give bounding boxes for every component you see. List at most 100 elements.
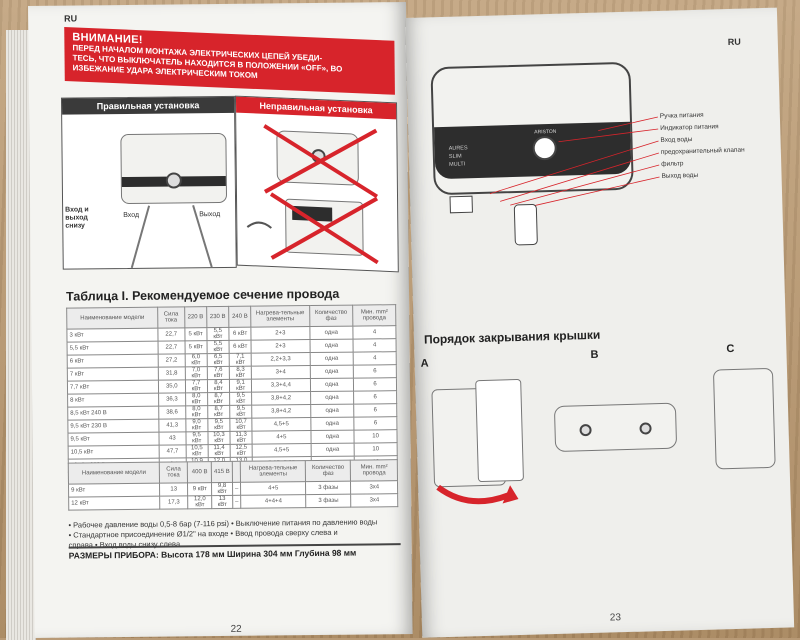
table-cell: 9,5 кВт 230 В — [67, 419, 159, 434]
callout-lines — [449, 116, 660, 246]
table-cell: 3+4 — [251, 365, 310, 380]
table-cell: 9,0 кВт — [185, 418, 208, 432]
column-header: 415 В — [211, 461, 233, 483]
column-header — [232, 461, 241, 483]
table-cell: одна — [309, 365, 354, 379]
table-cell: 8,0 кВт — [185, 392, 208, 406]
cover-step-b-drawing — [553, 402, 678, 452]
table-cell: 12,0 кВт — [188, 495, 212, 509]
table-cell: 8,5 кВт 240 В — [67, 406, 159, 421]
table-cell: 3,8+4,2 — [251, 391, 311, 406]
table-cell: одна — [310, 404, 355, 418]
table-cell: 17,3 — [159, 495, 189, 510]
table-cell: 38,6 — [158, 405, 186, 420]
column-header: 230 В — [206, 306, 229, 328]
table-cell: 13 — [159, 482, 189, 497]
table-title: Таблица I. Рекомендуемое сечение провода — [65, 286, 340, 304]
table-cell: одна — [310, 443, 355, 457]
table-cell: одна — [309, 326, 354, 340]
table-cell: одна — [309, 378, 354, 392]
column-header: Сила тока — [159, 461, 188, 484]
table-cell: 31,8 — [158, 366, 186, 381]
screw-icon — [579, 423, 592, 437]
table-cell: 5,5 кВт — [206, 340, 230, 354]
table-cell: 4 — [353, 338, 397, 353]
dimensions-line: РАЗМЕРЫ ПРИБОРА: Высота 178 мм Ширина 30… — [68, 543, 401, 561]
table-cell: одна — [310, 391, 354, 405]
table-cell: 3,3+4,4 — [251, 378, 311, 393]
table-cell: 4,5+5 — [252, 443, 311, 458]
table-cell: 9 кВт — [187, 482, 212, 496]
table-cell: – — [232, 482, 241, 496]
table-cell: 4+5 — [252, 430, 311, 445]
table-cell: 8 кВт — [67, 393, 159, 408]
table-cell: 6 кВт — [229, 340, 252, 354]
table-cell: 7,7 кВт — [67, 380, 159, 395]
table-cell: 4+4+4 — [240, 494, 306, 509]
table-cell: 7,6 кВт — [207, 366, 230, 380]
table-cell: 13 кВт — [211, 495, 233, 509]
table-cell: 5,5 кВт — [67, 341, 159, 356]
table-cell: 35,0 — [158, 379, 186, 394]
page-number: 23 — [609, 612, 622, 624]
table-cell: 10 — [354, 429, 398, 444]
table-cell: 10,7 кВт — [229, 418, 253, 432]
language-code: RU — [64, 13, 78, 24]
side-label: Вход и выход снизу — [65, 206, 89, 230]
pipes-drawing — [130, 204, 213, 269]
table-cell: 11,4 кВт — [207, 444, 231, 458]
table-cell: 9,8 кВт — [211, 482, 233, 496]
table-cell: 12 кВт — [68, 496, 160, 511]
table-cell: 3x4 — [350, 480, 398, 495]
table-cell: 22,7 — [157, 327, 185, 342]
table-cell: 10,5 кВт — [68, 445, 160, 460]
column-header: Наименование модели — [66, 307, 158, 330]
column-header: Мин. mm² провода — [352, 304, 396, 327]
table-cell: одна — [310, 417, 355, 431]
correct-installation-panel: Правильная установка Вход и выход снизу … — [60, 95, 237, 270]
table-cell: 4+5 — [240, 481, 306, 496]
column-header: Мин. mm² провода — [350, 459, 398, 482]
incorrect-installation-panel: Неправильная установка — [234, 95, 399, 273]
table-cell: 7,0 кВт — [184, 366, 208, 380]
table-cell: 7,1 кВт — [229, 353, 252, 367]
table-cell: 9,5 кВт — [207, 418, 231, 432]
screw-icon — [639, 422, 652, 435]
table-cell: 12,5 кВт — [230, 444, 253, 458]
table-cell: 10 — [354, 442, 398, 457]
table-cell: одна — [310, 430, 355, 444]
table-cell: 3 кВт — [66, 328, 159, 343]
table-cell: 7 кВт — [67, 367, 159, 382]
table-cell: – — [232, 495, 242, 509]
table-cell: 9 кВт — [68, 483, 160, 498]
left-page: RU ВНИМАНИЕ! ПЕРЕД НАЧАЛОМ МОНТАЖА ЭЛЕКТ… — [28, 2, 413, 638]
arrow-icon — [436, 484, 519, 505]
column-header: Нагрева-тельные элементы — [250, 305, 310, 328]
table-cell: одна — [309, 352, 354, 366]
table-cell: 6 кВт — [228, 327, 252, 341]
inlet-label: Вход — [123, 211, 140, 220]
table-cell: 6,0 кВт — [184, 353, 208, 367]
column-header: 400 В — [187, 461, 212, 483]
cross-out-icon — [246, 124, 379, 265]
table-cell: 6 — [353, 403, 397, 418]
table-cell: 3 фазы — [305, 481, 352, 495]
table-cell: 47,7 — [159, 444, 186, 459]
table-cell: 9,5 кВт — [67, 432, 160, 447]
table-cell: 9,5 кВт — [185, 431, 208, 445]
table-cell: 41,3 — [158, 418, 186, 433]
page-number: 22 — [230, 623, 242, 635]
table-cell: 43 — [158, 431, 186, 446]
table-cell: 8,7 кВт — [207, 405, 230, 419]
column-header: Сила тока — [157, 306, 185, 329]
table-cell: 27,2 — [158, 353, 185, 368]
outlet-label: Выход — [199, 210, 221, 219]
table-cell: 3,8+4,2 — [251, 404, 311, 419]
table-cell: 36,3 — [158, 392, 186, 407]
table-cell: 22,7 — [158, 340, 185, 355]
table-cell: 8,0 кВт — [185, 405, 208, 419]
table-cell: 4,5+5 — [252, 417, 311, 432]
column-header: 220 В — [184, 306, 207, 328]
